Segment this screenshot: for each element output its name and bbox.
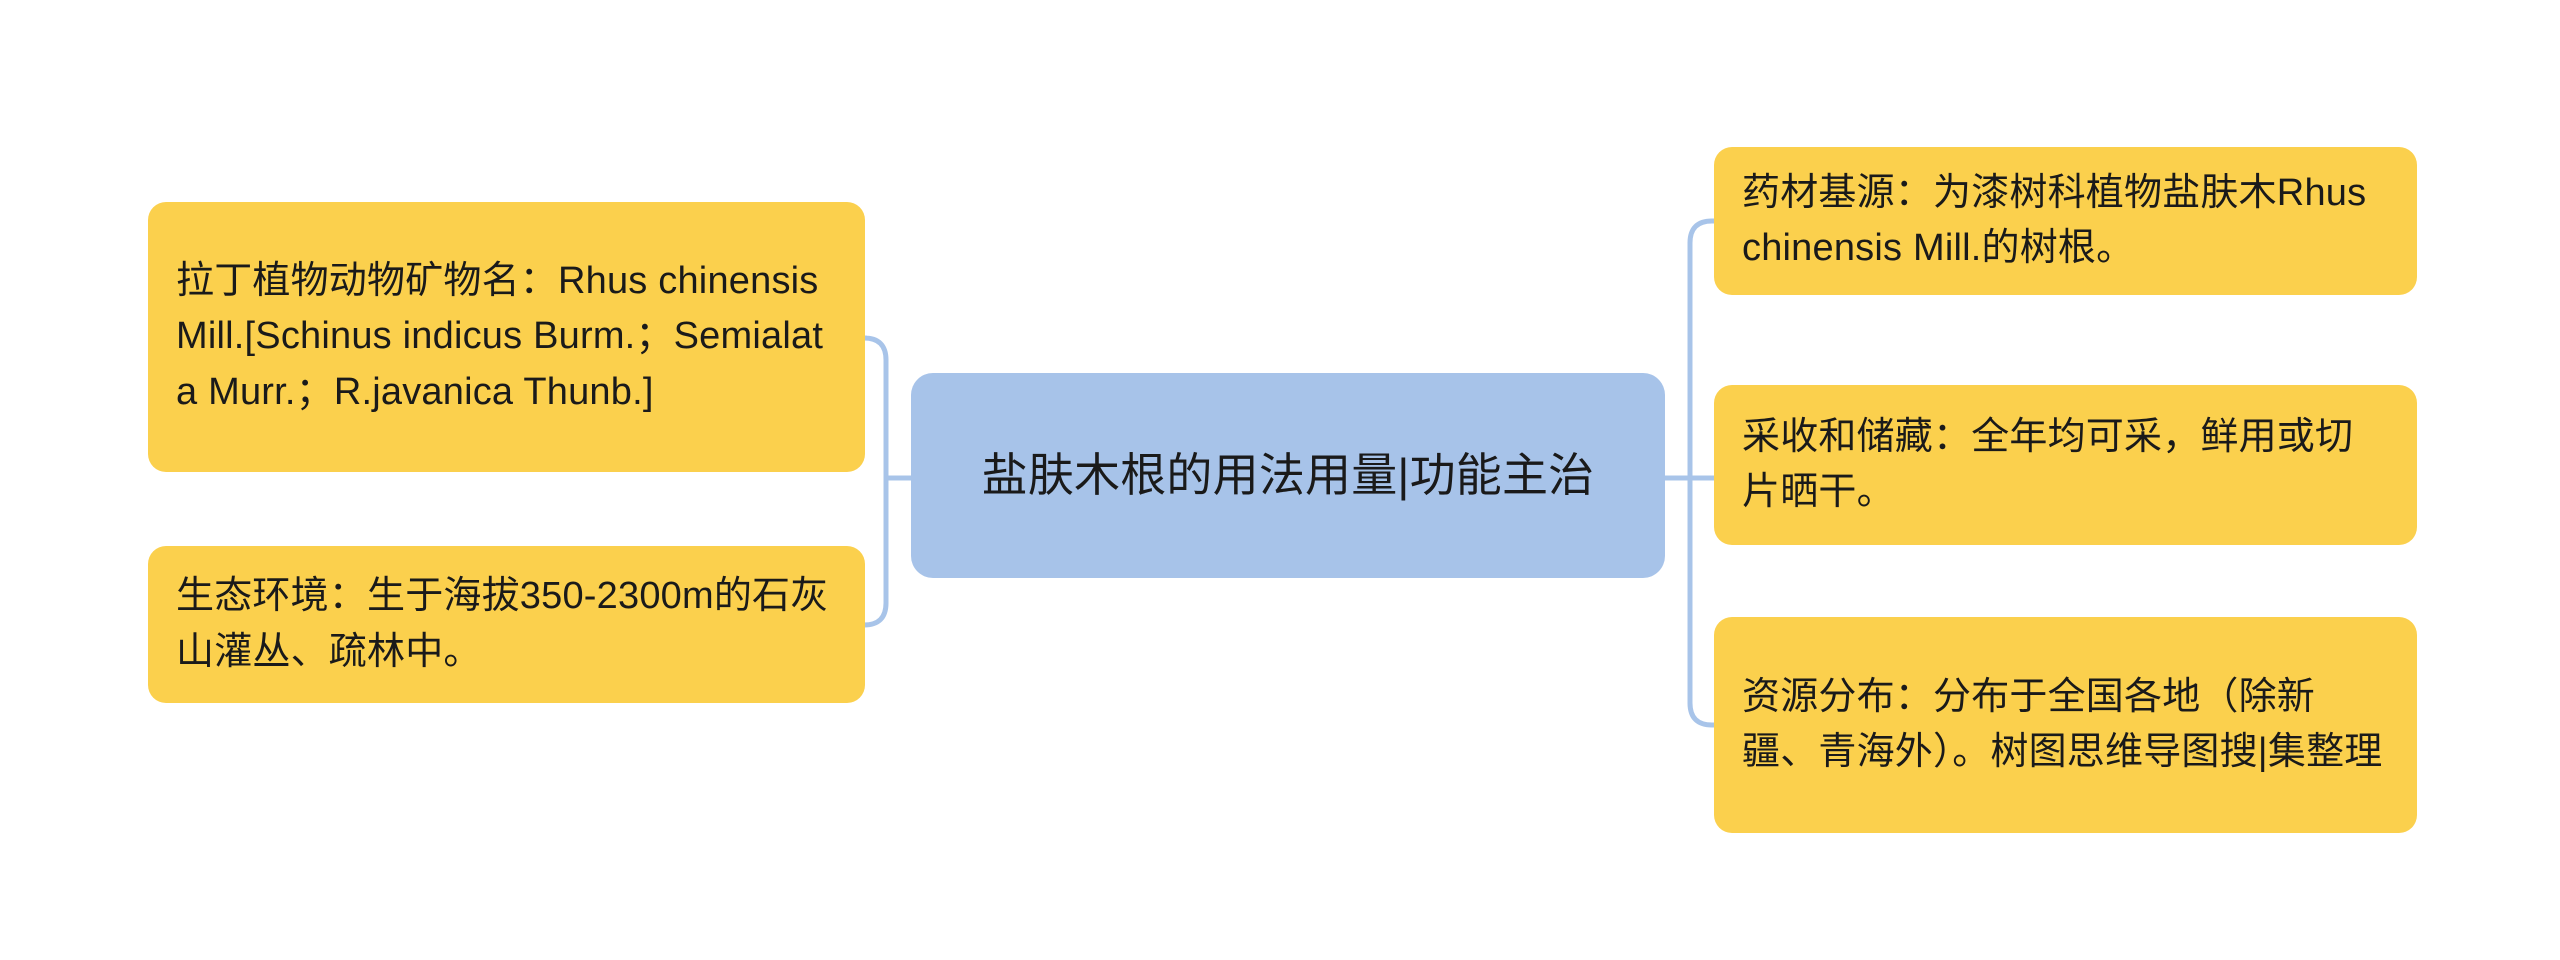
branch-node-harvest[interactable]: 采收和储藏：全年均可采，鲜用或切片晒干。	[1714, 385, 2417, 545]
connector-right-branch-source	[1687, 218, 1717, 481]
branch-node-source-label: 药材基源：为漆树科植物盐肤木Rhus chinensis Mill.的树根。	[1742, 171, 2378, 269]
root-node-label: 盐肤木根的用法用量|功能主治	[981, 448, 1595, 501]
branch-node-latin-name[interactable]: 拉丁植物动物矿物名：Rhus chinensis Mill.[Schinus i…	[148, 202, 865, 472]
branch-node-ecology[interactable]: 生态环境：生于海拔350-2300m的石灰山灌丛、疏林中。	[148, 546, 865, 703]
branch-node-distribution[interactable]: 资源分布：分布于全国各地（除新疆、青海外）。树图思维导图搜|集整理	[1714, 617, 2417, 833]
branch-node-ecology-label: 生态环境：生于海拔350-2300m的石灰山灌丛、疏林中。	[176, 575, 829, 673]
branch-node-distribution-label: 资源分布：分布于全国各地（除新疆、青海外）。树图思维导图搜|集整理	[1742, 675, 2383, 773]
connector-left-branch-latin	[861, 335, 889, 481]
connector-left-branch-ecology	[861, 475, 889, 628]
branch-node-harvest-label: 采收和储藏：全年均可采，鲜用或切片晒干。	[1742, 415, 2354, 513]
connector-right-branch-distribution	[1687, 475, 1717, 728]
branch-node-latin-name-label: 拉丁植物动物矿物名：Rhus chinensis Mill.[Schinus i…	[176, 259, 830, 413]
root-node[interactable]: 盐肤木根的用法用量|功能主治	[911, 373, 1665, 578]
branch-node-source[interactable]: 药材基源：为漆树科植物盐肤木Rhus chinensis Mill.的树根。	[1714, 147, 2417, 295]
